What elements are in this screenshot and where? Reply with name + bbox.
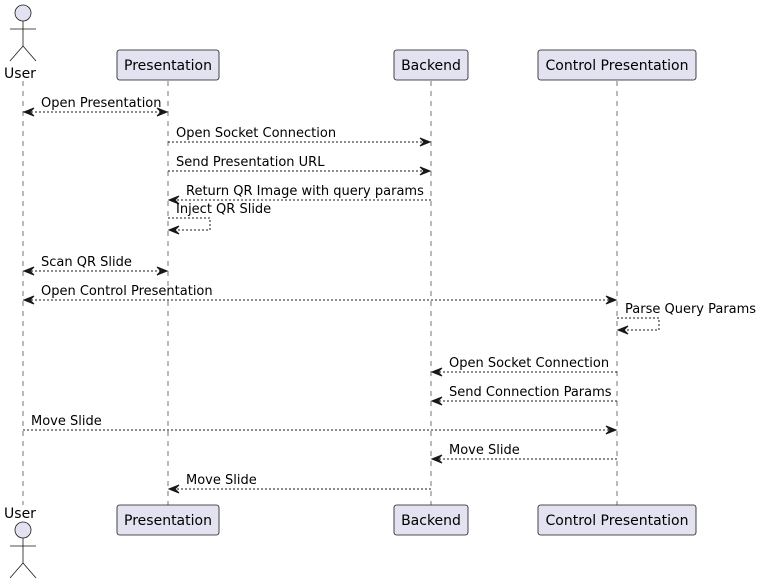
- arrowhead: [430, 454, 443, 464]
- participant-box: [116, 504, 220, 536]
- arrowhead: [22, 295, 35, 305]
- message-10: Send Connection Params: [430, 385, 617, 406]
- arrowhead: [419, 166, 432, 176]
- actor-left-leg: [9, 562, 24, 579]
- message-label: Parse Query Params: [625, 302, 756, 317]
- arrowhead: [605, 425, 618, 435]
- participant-box: [116, 49, 220, 81]
- message-8: Parse Query Params: [616, 302, 756, 335]
- participant-backend-top: Backend: [393, 49, 469, 81]
- participant-presentation-top: Presentation: [116, 49, 220, 81]
- participants-top: User Presentation Backend Control Presentat…: [4, 4, 697, 82]
- arrowhead: [616, 325, 629, 335]
- message-2: Open Socket Connection: [168, 126, 432, 147]
- actor-label-top: User: [4, 66, 36, 82]
- participant-backend-bottom: Backend: [393, 504, 469, 536]
- arrowhead: [430, 367, 443, 377]
- message-label: Send Presentation URL: [176, 155, 325, 170]
- message-label: Open Socket Connection: [176, 126, 336, 141]
- message-5: Inject QR Slide: [167, 202, 271, 235]
- message-3: Send Presentation URL: [168, 155, 432, 176]
- actor-left-leg: [9, 45, 24, 62]
- message-line: [168, 217, 211, 231]
- participant-control-bottom: Control Presentation: [537, 504, 697, 536]
- message-label: Open Control Presentation: [41, 284, 213, 299]
- participant-control-top: Control Presentation: [537, 49, 697, 81]
- message-label: Move Slide: [186, 473, 257, 488]
- arrowhead: [605, 295, 618, 305]
- participant-label: Presentation: [124, 513, 212, 529]
- arrowhead: [156, 266, 169, 276]
- message-9: Open Socket Connection: [430, 356, 617, 377]
- actor-user-bottom: User: [4, 506, 37, 579]
- message-label: Scan QR Slide: [41, 255, 132, 270]
- actor-right-leg: [22, 562, 37, 579]
- arrowhead: [167, 484, 180, 494]
- message-label: Move Slide: [31, 414, 102, 429]
- participant-label: Presentation: [124, 58, 212, 74]
- actor-right-leg: [22, 45, 37, 62]
- message-13: Move Slide: [167, 473, 431, 494]
- arrowhead: [419, 137, 432, 147]
- participant-label: Backend: [401, 513, 461, 529]
- message-12: Move Slide: [430, 443, 617, 464]
- participant-label: Control Presentation: [546, 58, 689, 74]
- message-label: Open Presentation: [41, 96, 162, 111]
- arrowhead: [167, 225, 180, 235]
- message-label: Send Connection Params: [449, 385, 612, 400]
- message-label: Move Slide: [449, 443, 520, 458]
- participant-label: Control Presentation: [546, 513, 689, 529]
- message-label: Open Socket Connection: [449, 356, 609, 371]
- lifelines: [22, 81, 618, 505]
- arrowhead: [22, 266, 35, 276]
- arrowhead: [22, 107, 35, 117]
- message-4: Return QR Image with query params: [167, 184, 431, 205]
- message-1: Open Presentation: [22, 96, 169, 117]
- actor-label-bottom: User: [4, 506, 36, 522]
- message-label: Return QR Image with query params: [186, 184, 424, 199]
- participant-box: [537, 504, 697, 536]
- message-line: [617, 317, 660, 331]
- actor-head: [14, 521, 32, 539]
- actor-user-top: User: [4, 4, 37, 82]
- arrowhead: [430, 396, 443, 406]
- message-7: Open Control Presentation: [22, 284, 618, 305]
- participant-box: [393, 504, 469, 536]
- participants-bottom: User Presentation Backend Control Presentat…: [4, 504, 697, 579]
- message-6: Scan QR Slide: [22, 255, 169, 276]
- participant-box: [393, 49, 469, 81]
- participant-box: [537, 49, 697, 81]
- arrowhead: [156, 107, 169, 117]
- participant-label: Backend: [401, 58, 461, 74]
- participant-presentation-bottom: Presentation: [116, 504, 220, 536]
- message-label: Inject QR Slide: [176, 202, 271, 217]
- actor-head: [14, 4, 32, 22]
- message-11: Move Slide: [23, 414, 618, 435]
- arrowhead: [167, 195, 180, 205]
